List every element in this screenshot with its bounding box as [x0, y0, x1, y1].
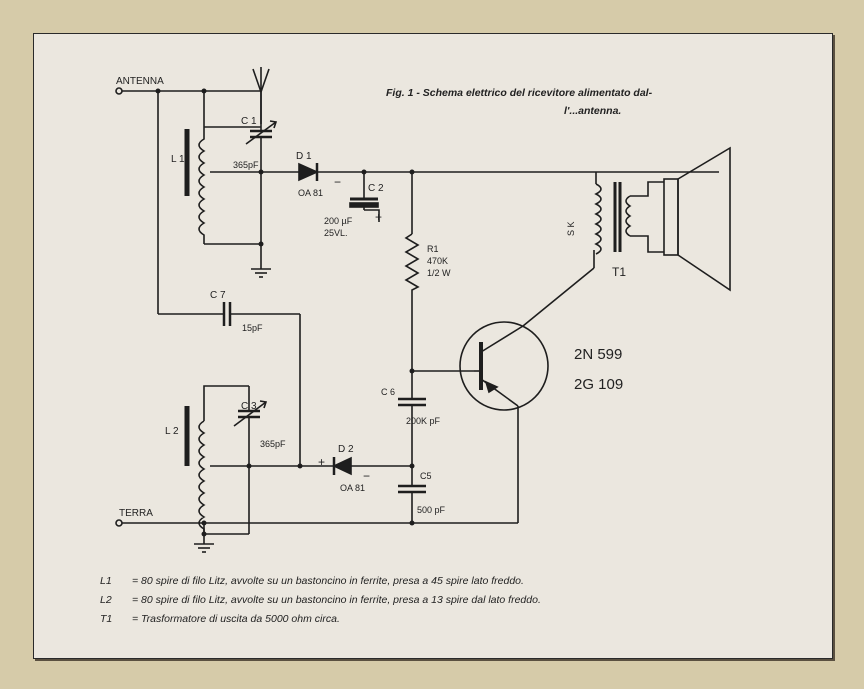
c6-label: C 6 [381, 387, 395, 397]
legend-row-t1: T1= Trasformatore di uscita da 5000 ohm … [100, 613, 340, 625]
junction-dots [155, 88, 415, 537]
c3-value: 365pF [260, 439, 286, 449]
schematic-diagram: ANTENNA L 1 C 1 365pF D 1 OA 81 − [115, 67, 731, 553]
c1-value: 365pF [233, 160, 259, 170]
d1-value: OA 81 [298, 188, 323, 198]
d1-diode [298, 162, 319, 182]
c7-label: C 7 [210, 290, 226, 301]
c7-value: 15pF [242, 323, 263, 333]
c2-value-2: 25VL. [324, 228, 348, 238]
transistor-symbol [459, 267, 595, 523]
svg-text:−: − [363, 469, 370, 483]
magazine-page: ANTENNA L 1 C 1 365pF D 1 OA 81 − [33, 33, 833, 659]
svg-text:+: + [318, 455, 325, 469]
svg-text:−: − [334, 175, 341, 189]
t1-winding-label: S K [566, 221, 576, 236]
d2-diode [332, 456, 352, 476]
c5-label: C5 [420, 471, 432, 481]
r1-resistor [404, 233, 420, 296]
c6-value: 200K pF [406, 416, 441, 426]
figure-caption-line-1: Fig. 1 - Schema elettrico del ricevitore… [386, 87, 653, 99]
l1-coil [184, 127, 206, 244]
d2-value: OA 81 [340, 483, 365, 493]
c2-value-1: 200 µF [324, 216, 353, 226]
transistor-type-1: 2N 599 [574, 346, 622, 363]
terra-label: TERRA [119, 508, 153, 519]
legend-row-l1: L1= 80 spire di filo Litz, avvolte su un… [100, 575, 524, 587]
c7-capacitor [222, 302, 232, 326]
c5-value: 500 pF [417, 505, 446, 515]
r1-value-2: 1/2 W [427, 268, 451, 278]
figure-caption-line-2: l'...antenna. [564, 105, 621, 117]
ground-symbol-2 [194, 543, 214, 553]
r1-label: R1 [427, 244, 439, 254]
loudspeaker-symbol [663, 146, 731, 292]
c2-label: C 2 [368, 183, 384, 194]
terra-terminal [115, 519, 123, 527]
d1-label: D 1 [296, 151, 312, 162]
transistor-type-2: 2G 109 [574, 376, 623, 393]
c2-electrolytic-capacitor [349, 197, 379, 208]
t1-label: T1 [612, 265, 626, 279]
c3-label: C 3 [241, 401, 257, 412]
l2-label: L 2 [165, 426, 179, 437]
r1-value-1: 470K [427, 256, 448, 266]
svg-text:+: + [375, 210, 382, 224]
t1-transformer [594, 182, 632, 255]
antenna-label: ANTENNA [116, 76, 164, 87]
legend-row-l2: L2= 80 spire di filo Litz, avvolte su un… [100, 594, 541, 606]
c1-label: C 1 [241, 116, 257, 127]
l2-coil [184, 406, 206, 534]
ground-symbol-1 [251, 268, 271, 278]
l1-label: L 1 [171, 154, 185, 165]
d2-label: D 2 [338, 444, 354, 455]
antenna-terminal [115, 87, 123, 95]
